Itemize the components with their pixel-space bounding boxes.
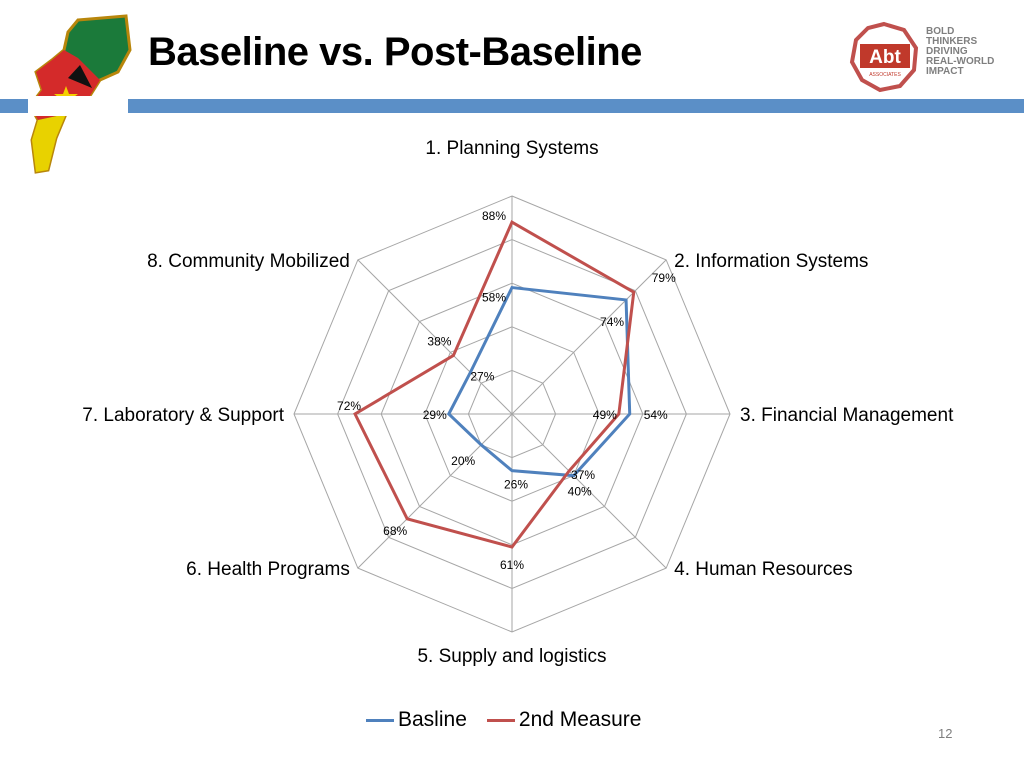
- data-label: 29%: [423, 408, 447, 422]
- data-label: 27%: [470, 369, 494, 383]
- data-label: 49%: [593, 408, 617, 422]
- category-label: 1. Planning Systems: [425, 138, 598, 159]
- tagline-word: BOLD: [926, 26, 954, 37]
- category-label: 8. Community Mobilized: [147, 251, 350, 272]
- header-rule-gap: [28, 96, 128, 116]
- data-label: 40%: [568, 485, 592, 499]
- legend-label-baseline: Basline: [398, 708, 467, 731]
- tagline-word: IMPACT: [926, 66, 964, 77]
- category-label: 4. Human Resources: [674, 559, 852, 580]
- abt-brand-sub: ASSOCIATES: [869, 72, 901, 78]
- data-label: 68%: [383, 524, 407, 538]
- data-label: 74%: [600, 315, 624, 329]
- header-accent-rule: [0, 99, 1024, 113]
- data-label: 79%: [652, 271, 676, 285]
- data-label: 61%: [500, 558, 524, 572]
- legend-item-baseline: Basline: [366, 708, 467, 732]
- legend-swatch-baseline: [366, 718, 394, 722]
- abt-brand-text: Abt: [869, 47, 901, 68]
- radar-chart: 58% 74% 54% 40% 26% 20% 29% 27% 88% 79% 49% 37% 61% 6…: [82, 138, 954, 667]
- grid-spoke: [357, 413, 513, 569]
- category-label: 3. Financial Management: [740, 405, 954, 426]
- grid-spoke: [511, 259, 667, 415]
- radar-grid: [293, 195, 731, 633]
- page-number: 12: [938, 726, 953, 741]
- data-label: 20%: [451, 454, 475, 468]
- category-label: 2. Information Systems: [674, 251, 868, 272]
- grid-spoke: [511, 413, 667, 569]
- data-label: 37%: [571, 468, 595, 482]
- category-label: 5. Supply and logistics: [417, 646, 606, 667]
- legend-swatch-second-measure: [486, 718, 515, 722]
- data-label: 72%: [337, 399, 361, 413]
- data-label: 38%: [427, 334, 451, 348]
- tagline-word: REAL-WORLD: [926, 56, 994, 67]
- slide-title: Baseline vs. Post-Baseline: [148, 30, 642, 74]
- radar-series: [353, 220, 636, 549]
- data-label: 58%: [482, 291, 506, 305]
- data-label: 26%: [504, 478, 528, 492]
- data-label: 88%: [482, 209, 506, 223]
- abt-associates-logo: Abt ASSOCIATES BOLDTHINKERSDRIVINGREAL-W…: [849, 21, 994, 93]
- tagline-word: DRIVING: [926, 46, 968, 57]
- legend-label-second-measure: 2nd Measure: [518, 708, 642, 731]
- data-label: 54%: [644, 408, 668, 422]
- category-label: 6. Health Programs: [186, 559, 350, 580]
- radar-data-labels: 58% 74% 54% 40% 26% 20% 29% 27% 88% 79% 49% 37% 61% 6…: [337, 209, 676, 572]
- series-line-second-measure: [353, 220, 636, 549]
- category-label: 7. Laboratory & Support: [82, 405, 284, 426]
- chart-legend: Basline 2nd Measure: [366, 708, 661, 732]
- radar-category-labels: 1. Planning Systems 2. Information System…: [82, 138, 954, 667]
- grid-spoke: [357, 259, 513, 415]
- legend-item-second-measure: 2nd Measure: [486, 708, 642, 732]
- tagline-word: THINKERS: [926, 36, 977, 47]
